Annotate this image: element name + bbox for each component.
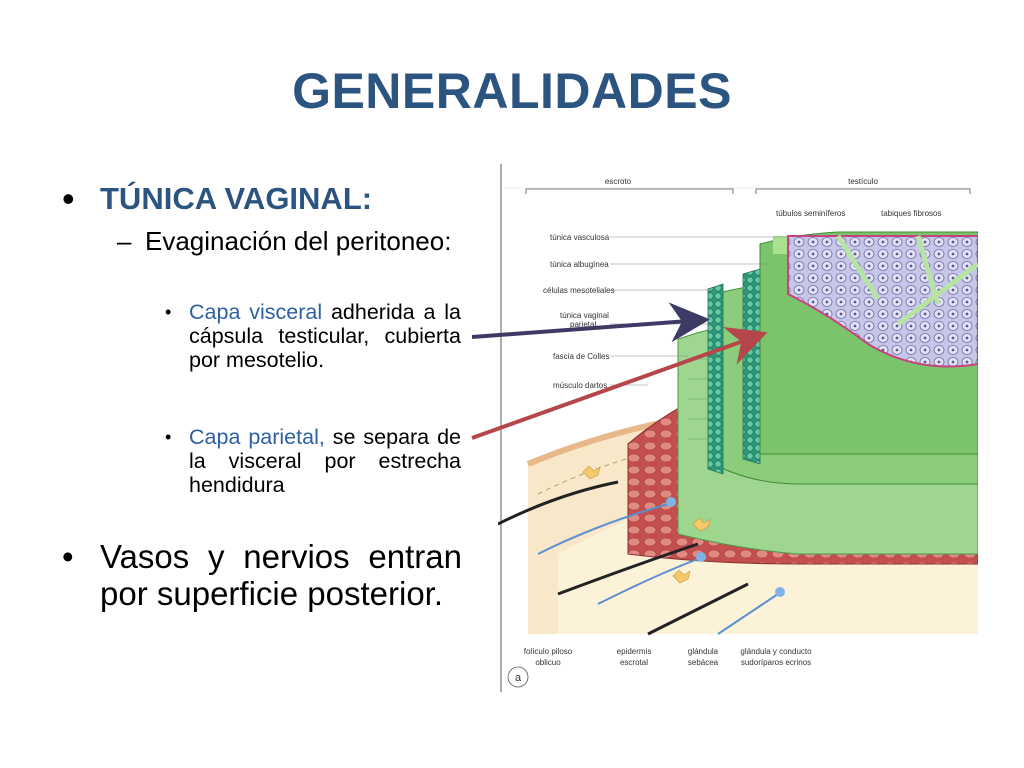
- capa-parietal-text: Capa parietal, se separa de la visceral …: [189, 425, 461, 497]
- label-parietal: parietal: [570, 320, 596, 329]
- bullet-dot: •: [165, 302, 172, 322]
- bullet-dash: –: [117, 226, 132, 256]
- label-escrotal: escrotal: [620, 658, 648, 667]
- header-brackets: [525, 188, 971, 194]
- header-escroto: escroto: [605, 177, 632, 186]
- label-celulas-mesoteliales: células mesoteliales: [543, 286, 615, 295]
- label-foliculo-piloso: folículo piloso: [524, 647, 573, 656]
- capa-parietal-desc: se separa de la visceral por estrecha he…: [189, 425, 461, 497]
- label-tunica-vaginal: túnica vaginal: [560, 311, 609, 320]
- capa-parietal-term: Capa parietal,: [189, 425, 325, 449]
- hair-follicles: [498, 465, 785, 636]
- celulas-mesoteliales-inner: [742, 268, 761, 465]
- label-sudoriparos: sudoríparos ecrinos: [741, 658, 811, 667]
- label-epidermis: epidermis: [617, 647, 652, 656]
- label-sebacea: sebácea: [688, 658, 719, 667]
- panel-letter: a: [515, 672, 522, 684]
- arrow-capa-parietal: [471, 326, 768, 440]
- label-tabiques-fibrosos: tabiques fibrosos: [881, 209, 941, 218]
- panel-letter-circle: [507, 666, 529, 688]
- capa-visceral-text: Capa visceral adherida a la cápsula test…: [189, 300, 461, 372]
- tubulos-seminiferos: [787, 235, 978, 368]
- testis-anatomy-diagram: escroto testículo: [498, 164, 978, 692]
- evaginacion-text: Evaginación del peritoneo:: [145, 226, 452, 256]
- tabique-fibroso: [896, 262, 978, 326]
- label-glandula-conducto: glándula y conducto: [740, 647, 812, 656]
- vasos-nervios-text: Vasos y nervios entran por superficie po…: [100, 538, 462, 612]
- bullet-dot: •: [62, 538, 74, 575]
- tabique-fibroso: [835, 234, 881, 301]
- capa-visceral-desc: adherida a la cápsula testicular, cubier…: [189, 300, 462, 372]
- header-testiculo: testículo: [848, 177, 878, 186]
- celulas-mesoteliales-outer: [707, 283, 724, 475]
- capa-visceral-term: Capa visceral: [189, 300, 323, 324]
- tunica-vaginal-heading: TÚNICA VAGINAL:: [100, 181, 373, 216]
- bullet-dot: •: [62, 178, 75, 219]
- label-oblicuo: oblicuo: [535, 658, 561, 667]
- label-tubulos-seminiferos: túbulos seminíferos: [776, 209, 845, 218]
- label-fascia-colles: fascia de Colles: [553, 352, 609, 361]
- label-glandula: glándula: [688, 647, 719, 656]
- arrow-capa-visceral: [471, 302, 710, 343]
- bullet-dot: •: [165, 427, 172, 447]
- label-tunica-vasculosa: túnica vasculosa: [550, 233, 610, 242]
- label-musculo-dartos: músculo dartos: [553, 381, 607, 390]
- label-tunica-albuginea: túnica albugínea: [550, 260, 609, 269]
- page-title: GENERALIDADES: [292, 63, 732, 119]
